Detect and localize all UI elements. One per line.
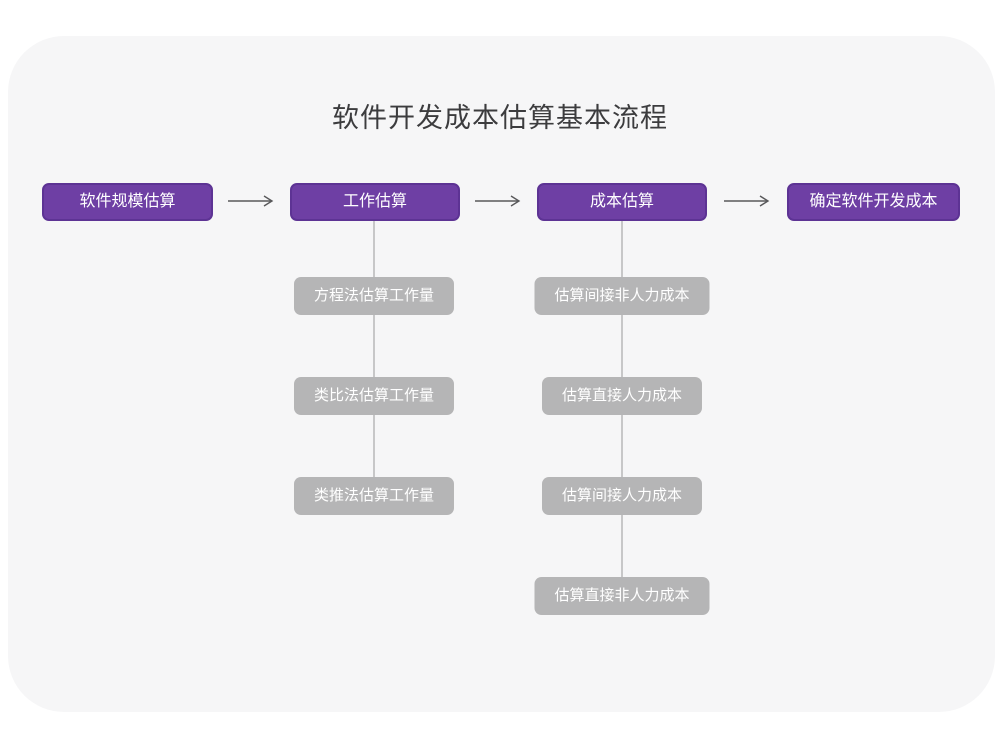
cost-component-node: 估算间接人力成本 xyxy=(541,477,703,515)
node-work-estimation: 工作估算 xyxy=(290,183,460,221)
arrow-right-icon xyxy=(474,194,522,208)
node-determine-development-cost: 确定软件开发成本 xyxy=(787,183,960,221)
node-software-size-estimation: 软件规模估算 xyxy=(42,183,213,221)
diagram-title: 软件开发成本估算基本流程 xyxy=(332,103,668,133)
work-method-node: 方程法估算工作量 xyxy=(293,277,455,315)
connector-line-work-estimation xyxy=(373,221,375,496)
arrow-right-icon xyxy=(723,194,771,208)
work-method-node: 类推法估算工作量 xyxy=(293,477,455,515)
cost-component-node: 估算直接非人力成本 xyxy=(534,577,710,615)
work-method-node: 类比法估算工作量 xyxy=(293,377,455,415)
node-cost-estimation: 成本估算 xyxy=(537,183,707,221)
cost-component-node: 估算直接人力成本 xyxy=(541,377,703,415)
cost-component-node: 估算间接非人力成本 xyxy=(534,277,710,315)
diagram-canvas xyxy=(8,36,995,712)
arrow-right-icon xyxy=(227,194,275,208)
